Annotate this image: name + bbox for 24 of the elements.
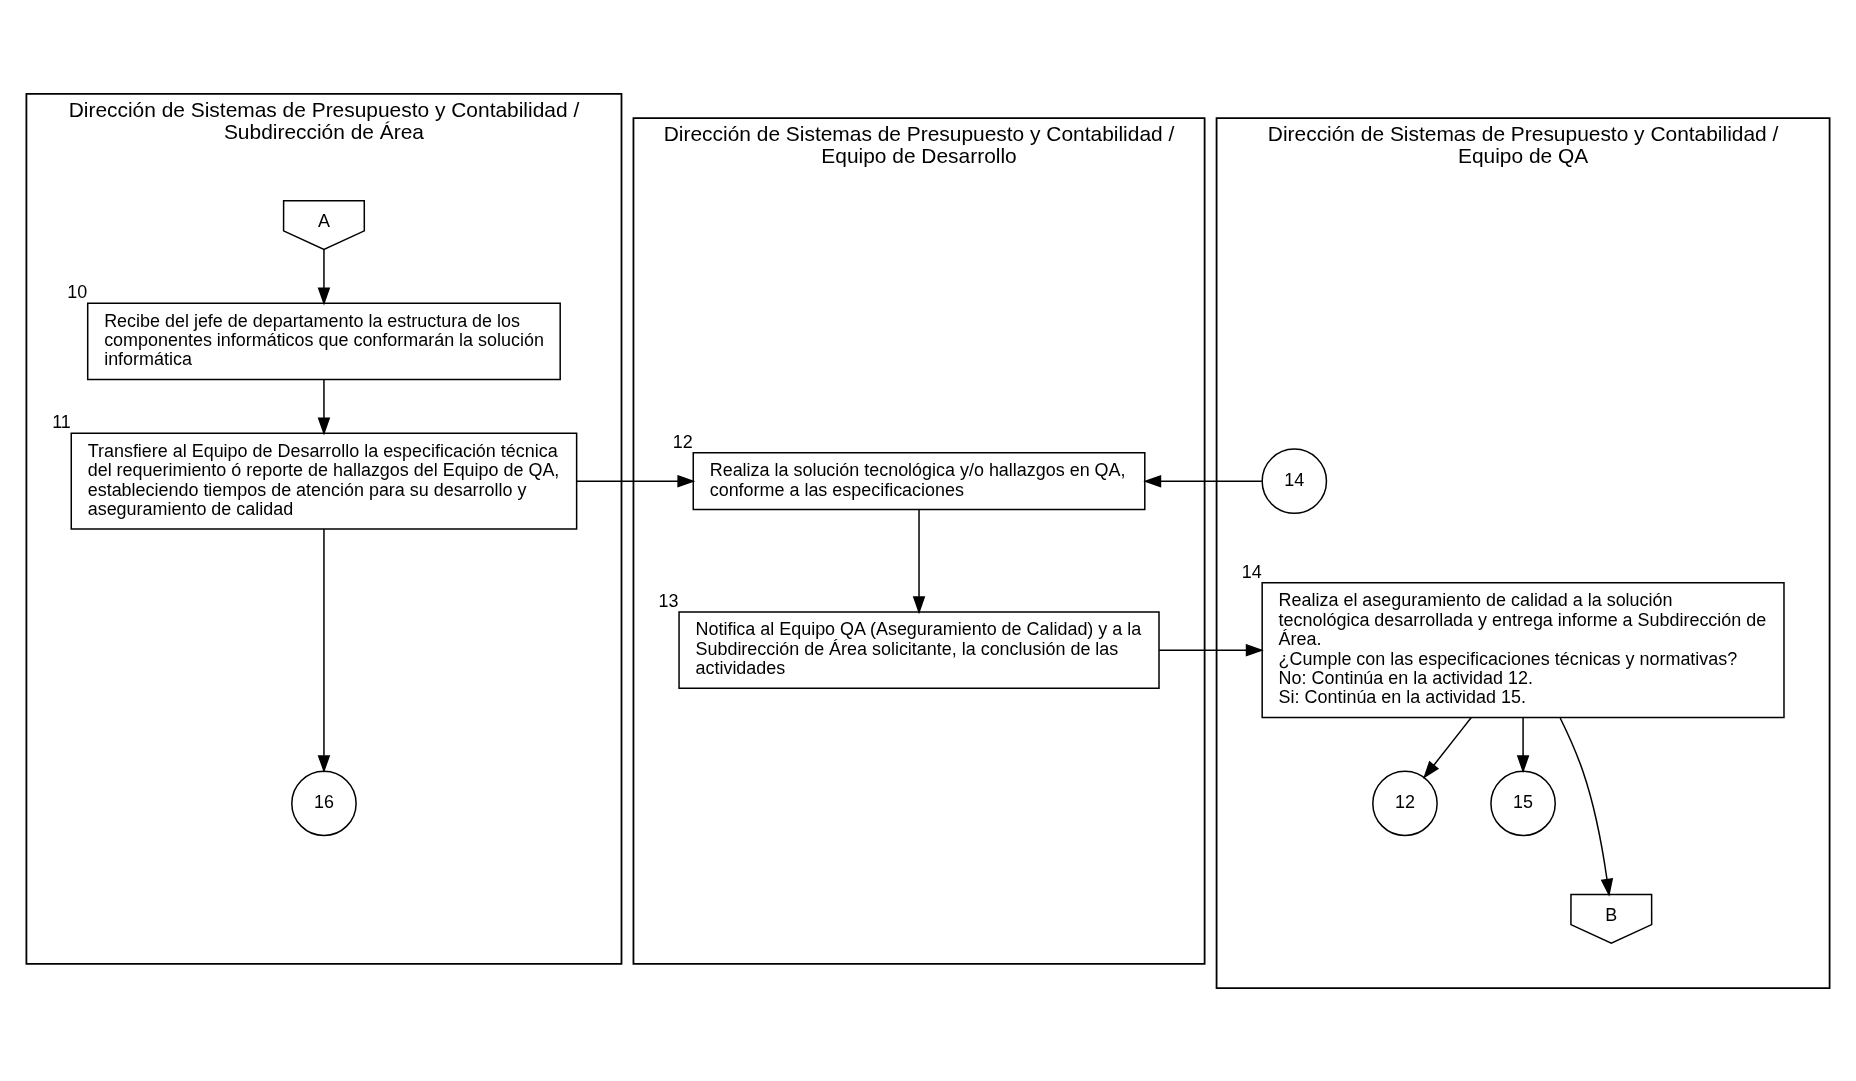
arrow xyxy=(317,527,331,773)
node-label: 14 xyxy=(1241,561,1262,582)
node-box: Notifica al Equipo QA (Aseguramiento de Calidad) y a la Subdirección de Área solicitante, la conclusión de las actividades xyxy=(678,610,1160,689)
node-box: Recibe del jefe de departamento la estructura de los componentes informáticos que conformarán la solución informática xyxy=(86,302,561,380)
node-circle: 12 xyxy=(1372,770,1438,836)
arrow xyxy=(1158,643,1264,656)
node-label: 13 xyxy=(658,590,679,611)
node-label: 10 xyxy=(67,281,88,302)
arrow xyxy=(1423,716,1472,779)
node-circle: 14 xyxy=(1261,447,1328,514)
node-label: 11 xyxy=(52,411,71,432)
arrow xyxy=(576,474,696,487)
arrow xyxy=(912,508,926,614)
arrow xyxy=(317,248,331,306)
node-circle: 16 xyxy=(291,770,357,836)
node-box: Transfiere al Equipo de Desarrollo la especificación técnica del requerimiento ó reporte de hallazgos del Equipo de QA, estableciendo tiempos de atención para su desarrollo y aseguramiento de calidad xyxy=(70,432,578,530)
node-box: Realiza la solución tecnológica y/o hallazgos en QA, conforme a las especificaciones xyxy=(692,451,1146,510)
node-box: Realiza el aseguramiento de calidad a la solución tecnológica desarrollada y entrega informe a Subdirección de Área. ¿Cumple con las especificaciones técnicas y normativas? No: Continúa en la actividad 12. Si: Continúa en la actividad 15. xyxy=(1261,581,1785,718)
arrow xyxy=(317,378,331,435)
arrow xyxy=(1559,716,1614,897)
arrow xyxy=(1143,474,1263,487)
arrow xyxy=(1516,716,1530,773)
node-label: 12 xyxy=(672,431,693,452)
node-circle: 15 xyxy=(1490,770,1556,836)
